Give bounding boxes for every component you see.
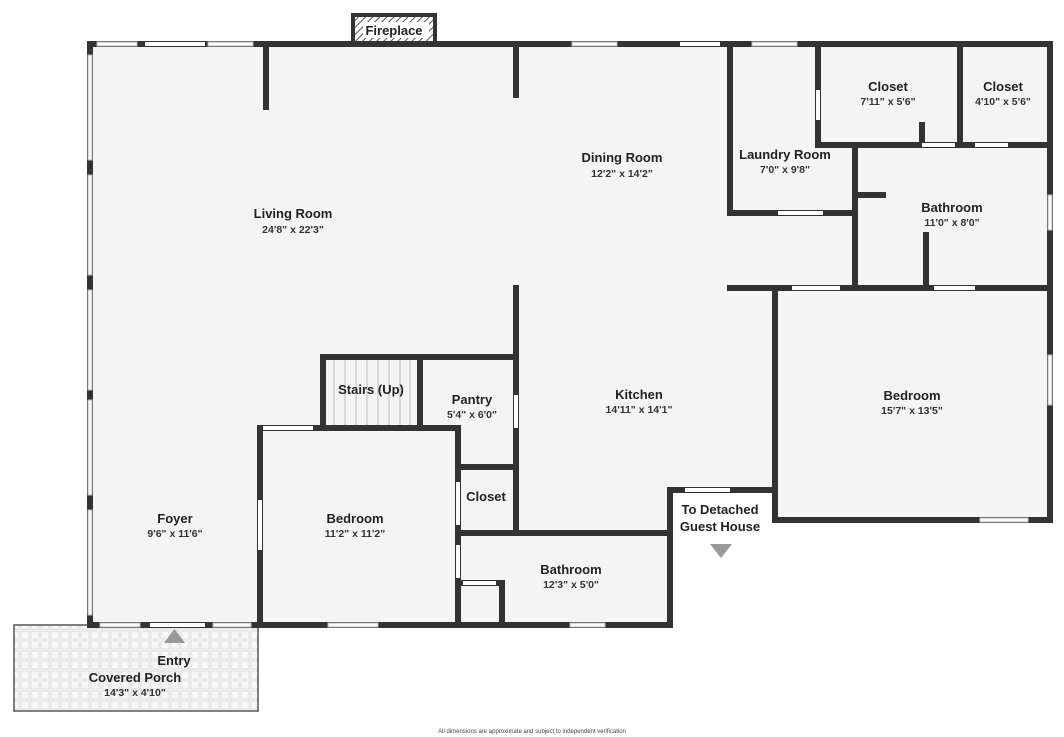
living-room-name: Living Room: [254, 206, 333, 221]
bedroom-2-dims: 11'2" x 11'2": [325, 528, 386, 540]
laundry-room-dims: 7'0" x 9'8": [760, 164, 810, 176]
dining-room-dims: 12'2" x 14'2": [591, 168, 653, 180]
bedroom-1-name: Bedroom: [883, 388, 940, 403]
bedroom-2-name: Bedroom: [326, 511, 383, 526]
kitchen-name: Kitchen: [615, 387, 663, 402]
foyer-name: Foyer: [157, 511, 192, 526]
bathroom-2-dims: 12'3" x 5'0": [543, 579, 599, 591]
disclaimer: All dimensions are approximate and subje…: [438, 729, 626, 735]
porch-dims: 14'3" x 4'10": [104, 687, 166, 699]
covered-porch: [13, 624, 259, 712]
guest-house-label-1: To Detached: [681, 502, 758, 517]
bathroom-2-name: Bathroom: [540, 562, 601, 577]
stairs: [333, 360, 411, 426]
dining-room-name: Dining Room: [582, 150, 663, 165]
pantry-name: Pantry: [452, 392, 493, 407]
kitchen-dims: 14'11" x 14'1": [606, 404, 673, 416]
entry-label: Entry: [157, 653, 191, 668]
living-room-dims: 24'8" x 22'3": [262, 224, 324, 236]
closet-2-dims: 4'10" x 5'6": [975, 96, 1031, 108]
guest-house-arrow-icon: [710, 544, 732, 558]
guest-house-label-2: Guest House: [680, 519, 760, 534]
stairs-name: Stairs (Up): [338, 382, 404, 397]
openings: [87, 41, 1053, 628]
floor-area: [13, 44, 1050, 712]
closet-3-name: Closet: [466, 489, 506, 504]
bathroom-1-dims: 11'0" x 8'0": [924, 217, 979, 229]
laundry-room-name: Laundry Room: [739, 147, 831, 162]
closet-1-dims: 7'11" x 5'6": [860, 96, 915, 108]
closet-2-name: Closet: [983, 79, 1023, 94]
bedroom-1-dims: 15'7" x 13'5": [881, 405, 943, 417]
entry-arrow-icon: [164, 629, 185, 643]
porch-name: Covered Porch: [89, 670, 182, 685]
room-labels: Living Room 24'8" x 22'3" Dining Room 12…: [89, 79, 1031, 699]
bathroom-1-name: Bathroom: [921, 200, 982, 215]
pantry-dims: 5'4" x 6'0": [447, 409, 497, 421]
closet-1-name: Closet: [868, 79, 908, 94]
fireplace-label: Fireplace: [365, 23, 422, 38]
foyer-dims: 9'6" x 11'6": [147, 528, 202, 540]
